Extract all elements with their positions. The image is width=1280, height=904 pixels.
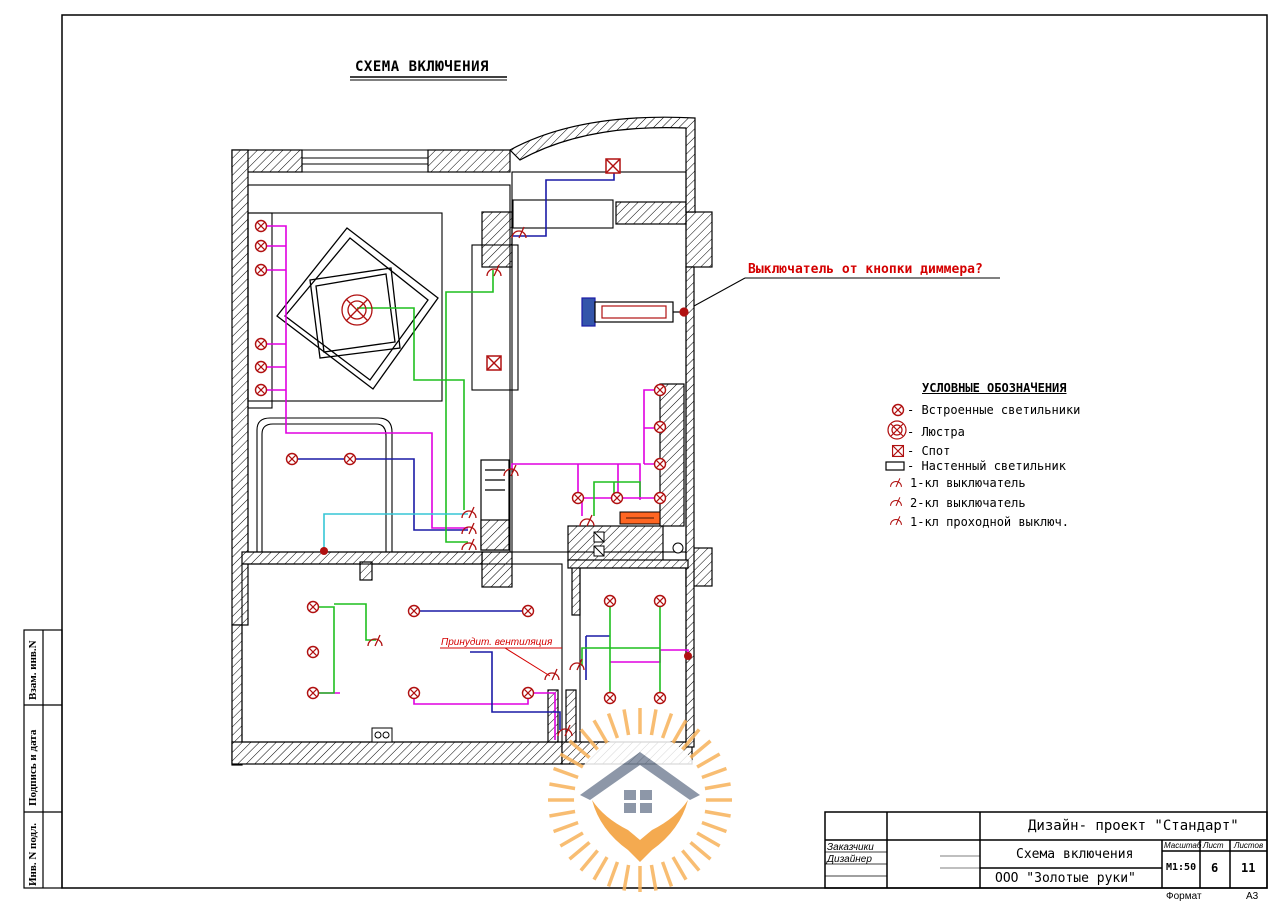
recessed-light-icon xyxy=(891,403,905,417)
side-stamp xyxy=(23,629,63,889)
role-customer: Заказчики xyxy=(827,842,874,853)
chandelier xyxy=(341,294,373,326)
stamp-replacement-inv: Взам. инв.N xyxy=(27,640,39,700)
sheets-header: Листов xyxy=(1234,841,1264,850)
outlet-dot xyxy=(320,547,328,555)
vent-box xyxy=(371,531,684,743)
company-logo xyxy=(548,708,732,892)
sheet-number: 6 xyxy=(1211,861,1219,875)
stamp-inv-original: Инв. N подл. xyxy=(27,822,39,886)
spot xyxy=(605,158,621,174)
switch-2-icon xyxy=(890,496,902,507)
room-outlines xyxy=(241,171,687,743)
legend-item: 1-кл выключатель xyxy=(910,476,1026,490)
stamp-signature-date: Подпись и дата xyxy=(27,729,39,806)
format-value: А3 xyxy=(1246,891,1259,902)
legend-item: - Люстра xyxy=(907,425,965,439)
legend-item: - Спот xyxy=(907,444,951,458)
legend-item: - Встроенные светильники xyxy=(907,403,1081,417)
sheet-header: Лист xyxy=(1203,841,1224,850)
scale-header: Масштаб xyxy=(1164,841,1202,850)
total-sheets: 11 xyxy=(1241,861,1256,875)
format-label: Формат xyxy=(1166,891,1202,902)
legend-item: - Настенный светильник xyxy=(907,459,1066,473)
company-name: ООО "Золотые руки" xyxy=(995,871,1136,886)
chandelier-icon xyxy=(887,420,907,440)
curved-wall xyxy=(509,116,696,213)
outlet-dot xyxy=(684,652,692,660)
legend-title: УСЛОВНЫЕ ОБОЗНАЧЕНИЯ xyxy=(922,381,1067,395)
walls xyxy=(231,149,713,766)
pass-switch-icon xyxy=(890,515,902,526)
role-designer: Дизайнер xyxy=(827,854,872,865)
ceiling-design xyxy=(276,227,439,390)
drawing-name: Схема включения xyxy=(1016,847,1134,862)
window xyxy=(301,149,429,173)
project-name: Дизайн- проект "Стандарт" xyxy=(1028,818,1239,834)
wall-light xyxy=(581,297,689,327)
dimmer-note: Выключатель от кнопки диммера? xyxy=(748,262,983,277)
page-title: СХЕМА ВКЛЮЧЕНИЯ xyxy=(355,59,489,75)
legend-symbols xyxy=(885,403,907,526)
legend-item: 2-кл выключатель xyxy=(910,496,1026,510)
sheet-frame xyxy=(61,14,1268,889)
dimmer-leader xyxy=(693,277,746,307)
switch-1-icon xyxy=(890,477,902,488)
ventilation-note: Принудит. вентиляция xyxy=(441,637,553,648)
title-block-lines xyxy=(824,811,1268,889)
wall-light-icon xyxy=(885,461,905,471)
spot-icon xyxy=(891,444,905,458)
scale-value: М1:50 xyxy=(1166,862,1197,873)
spot xyxy=(486,355,502,371)
legend-item: 1-кл проходной выключ. xyxy=(910,515,1069,529)
